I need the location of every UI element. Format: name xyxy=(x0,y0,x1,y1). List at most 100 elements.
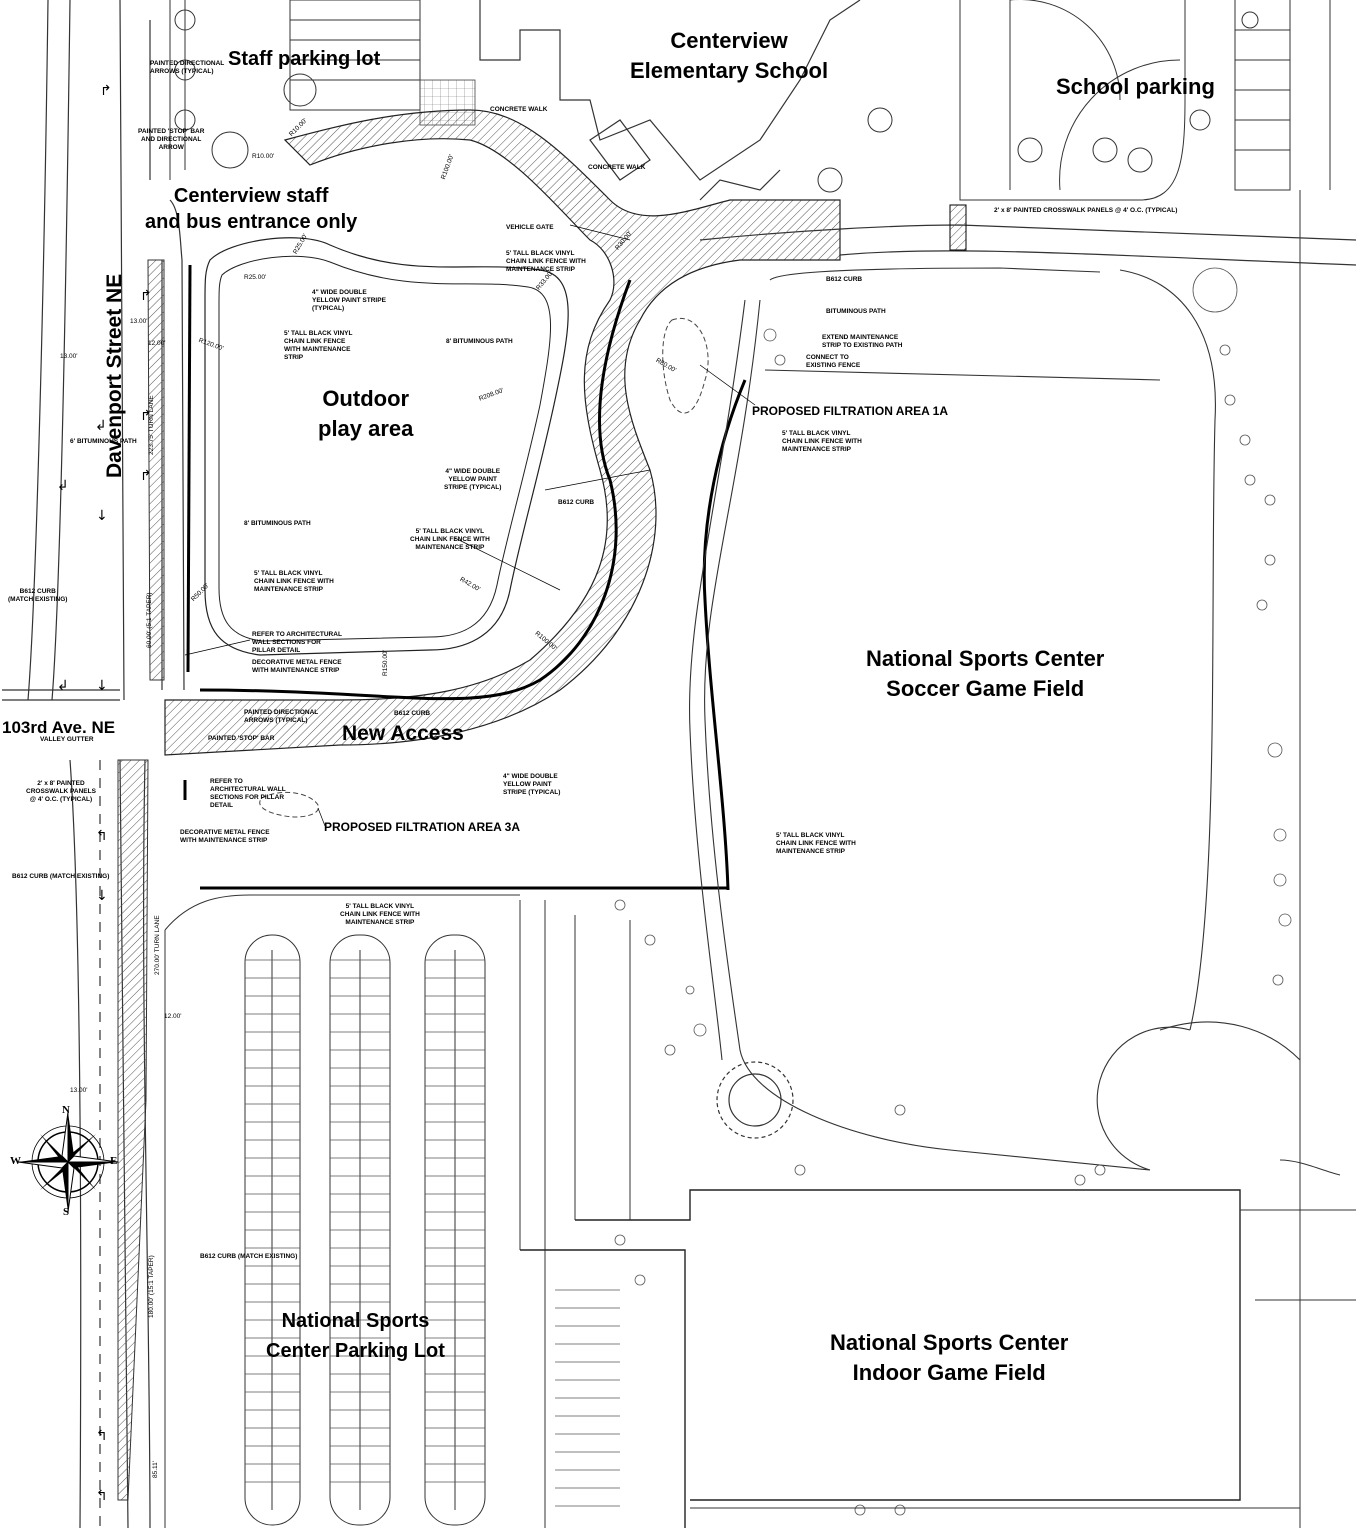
note-bituminous-path: BITUMINOUS PATH xyxy=(826,308,886,315)
new-access-label: New Access xyxy=(342,722,464,745)
note-stop-bar: PAINTED 'STOP' BAR xyxy=(208,735,275,742)
note-fence-top: 5' TALL BLACK VINYL CHAIN LINK FENCE WIT… xyxy=(506,250,586,273)
staff-entrance-label: Centerview staff and bus entrance only xyxy=(145,185,358,233)
dim-r150: R150.00' xyxy=(382,650,389,676)
note-fence-left: 5' TALL BLACK VINYL CHAIN LINK FENCE WIT… xyxy=(284,330,353,361)
dim-taper-1: 60.00' (5:1 TAPER) xyxy=(146,592,153,648)
soccer-field-path xyxy=(689,267,1301,1171)
compass-n: N xyxy=(62,1104,70,1116)
filtration-area-3a-label: PROPOSED FILTRATION AREA 3A xyxy=(324,820,521,834)
note-concrete-walk-2: CONCRETE WALK xyxy=(588,164,646,171)
crosswalk-top xyxy=(949,204,967,251)
note-extend-strip: EXTEND MAINTENANCE STRIP TO EXISTING PAT… xyxy=(822,334,903,349)
note-b612-match-1: B612 CURB (MATCH EXISTING) xyxy=(8,588,68,603)
davenport-upper-hatch xyxy=(147,259,165,681)
compass-rose xyxy=(17,1111,119,1213)
note-b612-curb-3: B612 CURB xyxy=(394,710,431,717)
parking-lot-label: National Sports Center Parking Lot xyxy=(266,1310,445,1362)
dim-13b: 13.00' xyxy=(60,353,78,360)
compass-w: W xyxy=(10,1155,21,1167)
shrub-circle xyxy=(716,1061,794,1139)
note-concrete-walk-1: CONCRETE WALK xyxy=(490,106,548,113)
compass-s: S xyxy=(63,1206,70,1218)
note-deco-fence-1: DECORATIVE METAL FENCE WITH MAINTENANCE … xyxy=(252,659,342,674)
note-yellow-stripe-top: 4" WIDE DOUBLE YELLOW PAINT STRIPE (TYPI… xyxy=(312,289,386,312)
dim-13a: 13.00' xyxy=(130,318,148,325)
note-b612-match-3: B612 CURB (MATCH EXISTING) xyxy=(200,1253,298,1260)
compass-e: E xyxy=(110,1155,118,1167)
svg-text:↲: ↲ xyxy=(57,678,69,694)
outdoor-play-loop-inner xyxy=(218,255,552,642)
indoor-field-label: National Sports Center Indoor Game Field xyxy=(830,1330,1069,1385)
davenport-street-label: Davenport Street NE xyxy=(103,273,126,478)
school-parking xyxy=(817,0,1331,201)
svg-text:↓: ↓ xyxy=(96,508,108,524)
svg-text:↲: ↲ xyxy=(57,478,69,494)
note-arrows-typ: PAINTED DIRECTIONAL ARROWS (TYPICAL) xyxy=(150,60,225,75)
fence-lines xyxy=(183,264,747,891)
svg-text:↓: ↓ xyxy=(96,888,108,904)
davenport-turn-lane-hatch xyxy=(117,759,149,1501)
parking-lot xyxy=(164,894,631,1528)
note-yellow-stripe-low: 4" WIDE DOUBLE YELLOW PAINT STRIPE (TYPI… xyxy=(503,773,561,796)
soccer-field-label: National Sports Center Soccer Game Field xyxy=(866,646,1105,701)
svg-text:↓: ↓ xyxy=(96,678,108,694)
dim-turn-lane-2: 270.00' TURN LANE xyxy=(154,915,161,975)
outdoor-play-loop xyxy=(204,237,569,656)
note-refer-arch-2: REFER TO ARCHITECTURAL WALL SECTIONS FOR… xyxy=(210,778,286,809)
indoor-building xyxy=(520,1189,1241,1528)
note-stop-bar-arrow: PAINTED 'STOP' BAR AND DIRECTIONAL ARROW xyxy=(138,128,205,151)
note-b612-curb-1: B612 CURB xyxy=(826,276,863,283)
building-stalls xyxy=(555,1289,620,1507)
note-bit-path-6: 6' BITUMINOUS PATH xyxy=(70,438,137,445)
staff-lot xyxy=(169,0,421,180)
dim-r25b: R25.00' xyxy=(244,274,267,281)
dim-13c: 13.00' xyxy=(70,1087,88,1094)
svg-text:↱: ↱ xyxy=(140,468,152,484)
filtration-area-1a-outline xyxy=(662,317,709,414)
dim-turn-lane-1: 223.75' TURN LANE xyxy=(148,395,155,455)
svg-text:↲: ↲ xyxy=(95,418,107,434)
note-bit-path-8-2: 8' BITUMINOUS PATH xyxy=(244,520,311,527)
school-building xyxy=(479,0,861,201)
note-bit-path-8-1: 8' BITUMINOUS PATH xyxy=(446,338,513,345)
leader-lines xyxy=(184,224,756,827)
svg-text:↱: ↱ xyxy=(140,288,152,304)
parking-stalls xyxy=(245,959,485,1483)
staff-parking-label: Staff parking lot xyxy=(228,48,381,70)
dim-12b: 12.00' xyxy=(164,1013,182,1020)
access-path-band xyxy=(164,109,841,756)
dim-taper-2: 180.00' (15:1 TAPER) xyxy=(148,1255,155,1318)
svg-text:↰: ↰ xyxy=(96,1488,108,1504)
note-connect-fence: CONNECT TO EXISTING FENCE xyxy=(806,354,861,369)
note-b612-curb-2: B612 CURB xyxy=(558,499,595,506)
school-label: Centerview Elementary School xyxy=(630,28,829,83)
dim-85: 85.11' xyxy=(152,1460,159,1478)
note-fence-parking: 5' TALL BLACK VINYL CHAIN LINK FENCE WIT… xyxy=(340,903,420,926)
note-fence-lower-left: 5' TALL BLACK VINYL CHAIN LINK FENCE WIT… xyxy=(254,570,334,593)
note-fence-soccer: 5' TALL BLACK VINYL CHAIN LINK FENCE WIT… xyxy=(776,832,856,855)
note-b612-match-2: B612 CURB (MATCH EXISTING) xyxy=(12,873,110,880)
outdoor-play-area-label: Outdoor play area xyxy=(318,386,414,441)
svg-text:↱: ↱ xyxy=(100,83,112,99)
svg-text:↱: ↱ xyxy=(140,408,152,424)
note-fence-1a: 5' TALL BLACK VINYL CHAIN LINK FENCE WIT… xyxy=(782,430,862,453)
103rd-ave-label: 103rd Ave. NE xyxy=(2,718,116,737)
filtration-area-3a-outline xyxy=(259,791,319,818)
note-crosswalk-left: 2' x 8' PAINTED CROSSWALK PANELS @ 4' O.… xyxy=(26,780,96,803)
road-arrows: ↱ ↲ ↱ ↲ ↓ ↱ ↲ ↓ ↱ ↰ ↓ ↰ ↰ xyxy=(57,83,152,1504)
svg-text:↰: ↰ xyxy=(96,828,108,844)
note-fence-mid: 5' TALL BLACK VINYL CHAIN LINK FENCE WIT… xyxy=(410,528,490,551)
svg-text:↰: ↰ xyxy=(96,1428,108,1444)
note-valley-gutter: VALLEY GUTTER xyxy=(40,736,94,743)
note-refer-arch-1: REFER TO ARCHITECTURAL WALL SECTIONS FOR… xyxy=(252,631,342,654)
dim-r10b: R10.00' xyxy=(252,153,275,160)
dim-12a: 12.00' xyxy=(148,340,166,347)
filtration-area-1a-label: PROPOSED FILTRATION AREA 1A xyxy=(752,404,949,418)
note-yellow-stripe-mid: 4" WIDE DOUBLE YELLOW PAINT STRIPE (TYPI… xyxy=(444,468,502,491)
note-deco-fence-2: DECORATIVE METAL FENCE WITH MAINTENANCE … xyxy=(180,829,270,844)
note-crosswalk-typ: 2' x 8' PAINTED CROSSWALK PANELS @ 4' O.… xyxy=(994,207,1178,214)
note-arrows-typ-2: PAINTED DIRECTIONAL ARROWS (TYPICAL) xyxy=(244,709,319,724)
